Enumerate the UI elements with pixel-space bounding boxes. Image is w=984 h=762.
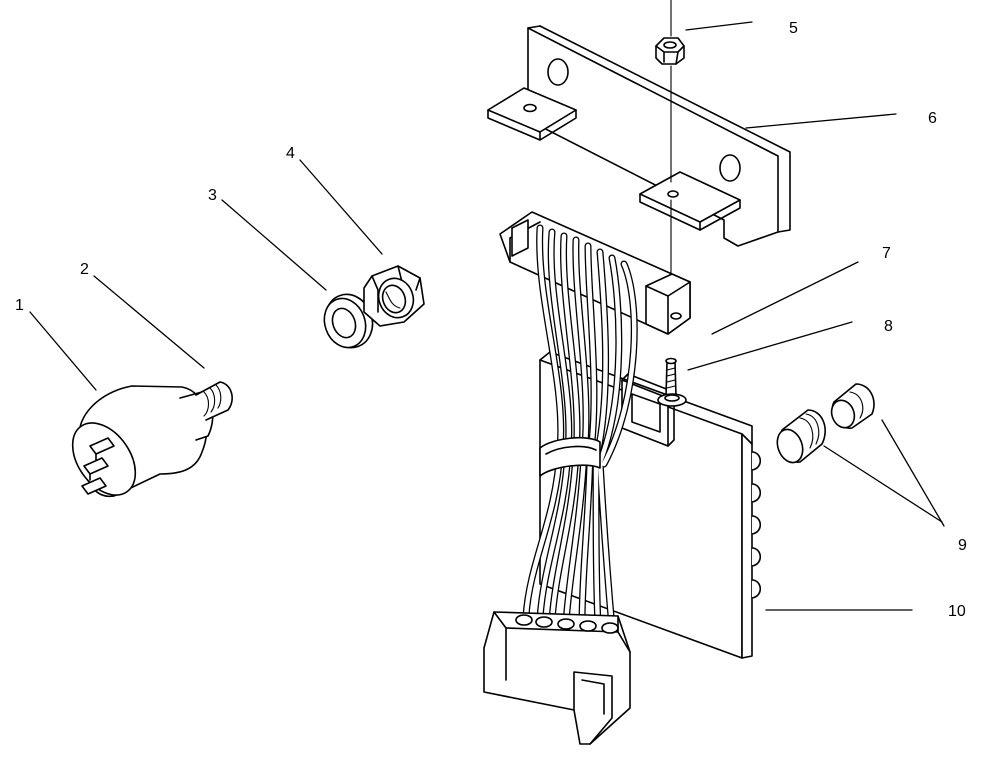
leader-8 — [687, 321, 853, 371]
leader-2 — [93, 275, 205, 369]
part-4-nut — [363, 265, 425, 327]
part-5-nut — [655, 37, 685, 65]
callout-9: 9 — [958, 537, 967, 554]
part-8-screw — [657, 357, 687, 407]
part-1-switch — [71, 381, 233, 498]
callout-10: 10 — [948, 603, 966, 620]
part-9-bulb-holders — [776, 383, 875, 464]
callout-2: 2 — [80, 261, 89, 278]
part-6-bracket — [487, 25, 791, 247]
leader-9b — [881, 419, 945, 527]
leader-5 — [685, 21, 753, 31]
callout-6: 6 — [928, 110, 937, 127]
callout-8: 8 — [884, 318, 893, 335]
callout-labels: 1 2 3 4 5 6 7 8 9 10 — [15, 20, 967, 620]
leader-lines — [29, 21, 945, 611]
callout-1: 1 — [15, 297, 24, 314]
callout-3: 3 — [208, 187, 217, 204]
part-7-wiring-harness — [483, 211, 691, 745]
leader-6 — [745, 113, 897, 129]
leader-7 — [711, 261, 859, 335]
callout-5: 5 — [789, 20, 798, 37]
callout-4: 4 — [286, 145, 295, 162]
leader-9a — [823, 445, 943, 523]
leader-4 — [299, 159, 383, 255]
leader-3 — [221, 199, 327, 291]
leader-1 — [29, 311, 97, 391]
callout-7: 7 — [882, 245, 891, 262]
